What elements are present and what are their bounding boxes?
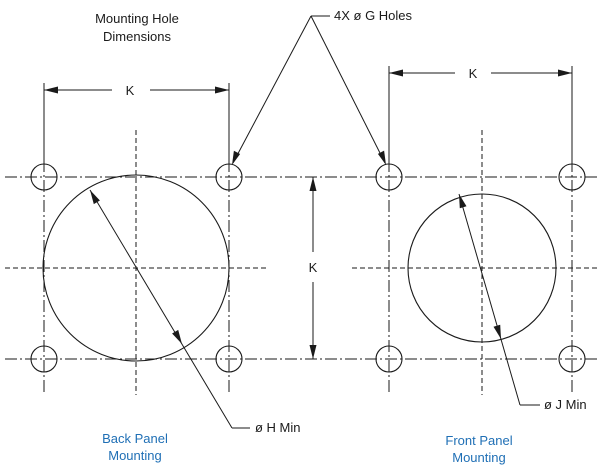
arrowhead	[309, 345, 317, 359]
title-line-1: Mounting Hole	[95, 11, 179, 26]
cutout-h-circle	[42, 174, 230, 362]
hole-back-bottom-left	[30, 345, 58, 373]
cutout-j-circle	[407, 193, 557, 343]
back-panel-caption-line-2: Mounting	[108, 448, 161, 463]
arrowhead	[459, 194, 467, 209]
hole-front-top-right	[558, 163, 586, 191]
arrowhead	[172, 329, 182, 344]
dim-k-top-right: K	[469, 66, 478, 81]
arrowhead	[493, 324, 501, 339]
arrowhead	[558, 69, 572, 77]
arrowhead	[44, 86, 58, 94]
arrowhead	[309, 177, 317, 191]
back-panel-caption-line-1: Back Panel	[102, 431, 168, 446]
hole-back-bottom-right	[215, 345, 243, 373]
hole-front-top-left	[375, 163, 403, 191]
hole-front-bottom-left	[375, 345, 403, 373]
holes-callout: 4X ø G Holes	[334, 8, 413, 23]
leader-g-to-back-hole	[232, 15, 312, 164]
arrowhead	[389, 69, 403, 77]
arrowhead	[377, 150, 386, 165]
front-panel-caption-line-1: Front Panel	[445, 433, 512, 448]
title-line-2: Dimensions	[103, 29, 171, 44]
h-callout: ø H Min	[255, 420, 301, 435]
hole-back-top-left	[30, 163, 58, 191]
arrowhead	[90, 190, 100, 205]
leader-g-to-front-hole	[310, 15, 386, 164]
dim-k-vertical: K	[309, 260, 318, 275]
diameter-j-line	[458, 193, 521, 406]
dim-k-top-left: K	[126, 83, 135, 98]
arrowhead	[215, 86, 229, 94]
hole-front-bottom-right	[558, 345, 586, 373]
diameter-h-line	[89, 189, 233, 429]
arrowhead	[232, 150, 241, 165]
front-panel-caption-line-2: Mounting	[452, 450, 505, 465]
j-callout: ø J Min	[544, 397, 587, 412]
hole-back-top-right	[215, 163, 243, 191]
